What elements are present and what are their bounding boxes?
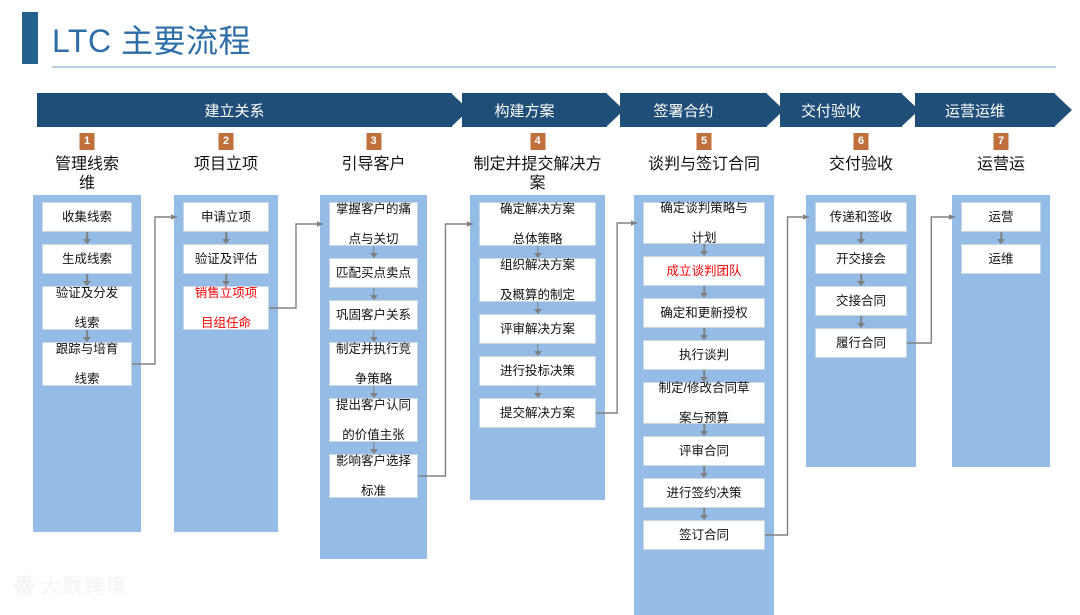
phase-label: 交付验收 <box>800 102 861 120</box>
column-title: 管理线索维 <box>54 156 119 192</box>
step-connector-arrow <box>643 508 765 520</box>
phase-arrow-1: 建立关系 <box>37 93 469 127</box>
phase-banner: 建立关系 构建方案 签署合约 交付验收 运营运维 <box>0 93 1080 127</box>
step-connector-arrow <box>42 274 132 286</box>
process-step[interactable]: 验证及分发线索 <box>42 286 132 330</box>
step-connector-arrow <box>42 330 132 342</box>
column-number-badge: 6 <box>853 133 869 150</box>
process-step[interactable]: 评审解决方案 <box>479 314 596 344</box>
step-connector-arrow <box>961 232 1041 244</box>
phase-arrow-2: 构建方案 <box>462 93 624 127</box>
process-step[interactable]: 制定/修改合同草案与预算 <box>643 381 765 425</box>
process-step[interactable]: 提交解决方案 <box>479 398 596 428</box>
column-panel: 掌握客户的痛点与关切匹配买点卖点巩固客户关系制定并执行竞争策略提出客户认同的价值… <box>320 195 427 559</box>
step-connector-arrow <box>815 274 907 286</box>
step-connector-arrow <box>42 232 132 244</box>
process-step[interactable]: 申请立项 <box>183 202 269 232</box>
column-number-badge: 4 <box>530 133 545 150</box>
process-step[interactable]: 运营 <box>961 202 1041 232</box>
process-step[interactable]: 确定和更新授权 <box>643 298 765 328</box>
step-connector-arrow <box>329 330 418 342</box>
process-step[interactable]: 收集线索 <box>42 202 132 232</box>
step-connector-arrow <box>329 442 418 454</box>
column-panel: 确定解决方案总体策略组织解决方案及概算的制定评审解决方案进行投标决策提交解决方案 <box>470 195 605 500</box>
phase-label: 签署合约 <box>653 102 714 120</box>
process-step[interactable]: 生成线索 <box>42 244 132 274</box>
process-step[interactable]: 销售立项项目组任命 <box>183 286 269 330</box>
step-connector-arrow <box>329 386 418 398</box>
column-title: 项目立项 <box>193 156 258 173</box>
step-connector-arrow <box>815 316 907 328</box>
process-step[interactable]: 验证及评估 <box>183 244 269 274</box>
process-step[interactable]: 开交接会 <box>815 244 907 274</box>
process-step[interactable]: 交接合同 <box>815 286 907 316</box>
column-panel: 申请立项验证及评估销售立项项目组任命 <box>174 195 278 532</box>
process-step[interactable]: 确定谈判策略与计划 <box>643 201 765 245</box>
column-number-badge: 7 <box>993 133 1009 150</box>
step-connector-arrow <box>643 244 765 256</box>
step-connector-arrow <box>643 466 765 478</box>
title-bar: LTC 主要流程 <box>0 0 1080 80</box>
step-connector-arrow <box>183 232 269 244</box>
step-connector-arrow <box>479 246 596 258</box>
process-step[interactable]: 确定解决方案总体策略 <box>479 202 596 246</box>
process-step[interactable]: 制定并执行竞争策略 <box>329 342 418 386</box>
step-connector-arrow <box>479 302 596 314</box>
column-title: 制定并提交解决方案 <box>473 156 602 192</box>
process-step[interactable]: 进行投标决策 <box>479 356 596 386</box>
phase-label: 运营运维 <box>944 102 1005 120</box>
column-number-badge: 5 <box>696 133 712 150</box>
column-panel: 确定谈判策略与计划成立谈判团队确定和更新授权执行谈判制定/修改合同草案与预算评审… <box>634 195 774 615</box>
step-connector-arrow <box>183 274 269 286</box>
process-step[interactable]: 提出客户认同的价值主张 <box>329 398 418 442</box>
step-connector-arrow <box>329 246 418 258</box>
process-step[interactable]: 运维 <box>961 244 1041 274</box>
process-step[interactable]: 成立谈判团队 <box>643 256 765 286</box>
process-step[interactable]: 进行签约决策 <box>643 478 765 508</box>
process-step[interactable]: 传递和签收 <box>815 202 907 232</box>
column-title: 交付验收 <box>828 156 893 173</box>
page-title: LTC 主要流程 <box>52 23 251 59</box>
process-step[interactable]: 匹配买点卖点 <box>329 258 418 288</box>
step-connector-arrow <box>479 344 596 356</box>
step-connector-arrow <box>479 386 596 398</box>
process-step[interactable]: 巩固客户关系 <box>329 300 418 330</box>
column-title: 运营运 <box>976 156 1025 173</box>
column-panel: 传递和签收开交接会交接合同履行合同 <box>806 195 916 467</box>
phase-label: 构建方案 <box>494 102 555 120</box>
step-connector-arrow <box>643 424 765 436</box>
column-number-badge: 3 <box>366 133 381 150</box>
column-panel: 收集线索生成线索验证及分发线索跟踪与培育线索 <box>33 195 141 532</box>
column-title: 谈判与签订合同 <box>647 156 760 173</box>
process-step[interactable]: 履行合同 <box>815 328 907 358</box>
process-step[interactable]: 执行谈判 <box>643 340 765 370</box>
step-connector-arrow <box>815 232 907 244</box>
watermark: ꙮ 大数跨境 <box>14 570 128 599</box>
process-step[interactable]: 签订合同 <box>643 520 765 550</box>
step-connector-arrow <box>643 286 765 298</box>
process-step[interactable]: 跟踪与培育线索 <box>42 342 132 386</box>
phase-arrow-5: 运营运维 <box>915 93 1072 127</box>
step-connector-arrow <box>643 328 765 340</box>
column-title: 引导客户 <box>341 156 406 173</box>
step-connector-arrow <box>329 288 418 300</box>
phase-arrow-3: 签署合约 <box>620 93 784 127</box>
process-step[interactable]: 评审合同 <box>643 436 765 466</box>
process-step[interactable]: 组织解决方案及概算的制定 <box>479 258 596 302</box>
title-divider <box>52 66 1056 68</box>
process-step[interactable]: 掌握客户的痛点与关切 <box>329 202 418 246</box>
phase-label: 建立关系 <box>204 102 265 120</box>
watermark-text: 大数跨境 <box>40 576 129 598</box>
phase-arrow-4: 交付验收 <box>780 93 919 127</box>
process-step[interactable]: 影响客户选择标准 <box>329 454 418 498</box>
watermark-logo-icon: ꙮ <box>14 573 34 596</box>
title-accent-bar <box>22 12 38 64</box>
column-number-badge: 1 <box>79 133 95 150</box>
column-panel: 运营运维 <box>952 195 1050 467</box>
column-number-badge: 2 <box>218 133 234 150</box>
